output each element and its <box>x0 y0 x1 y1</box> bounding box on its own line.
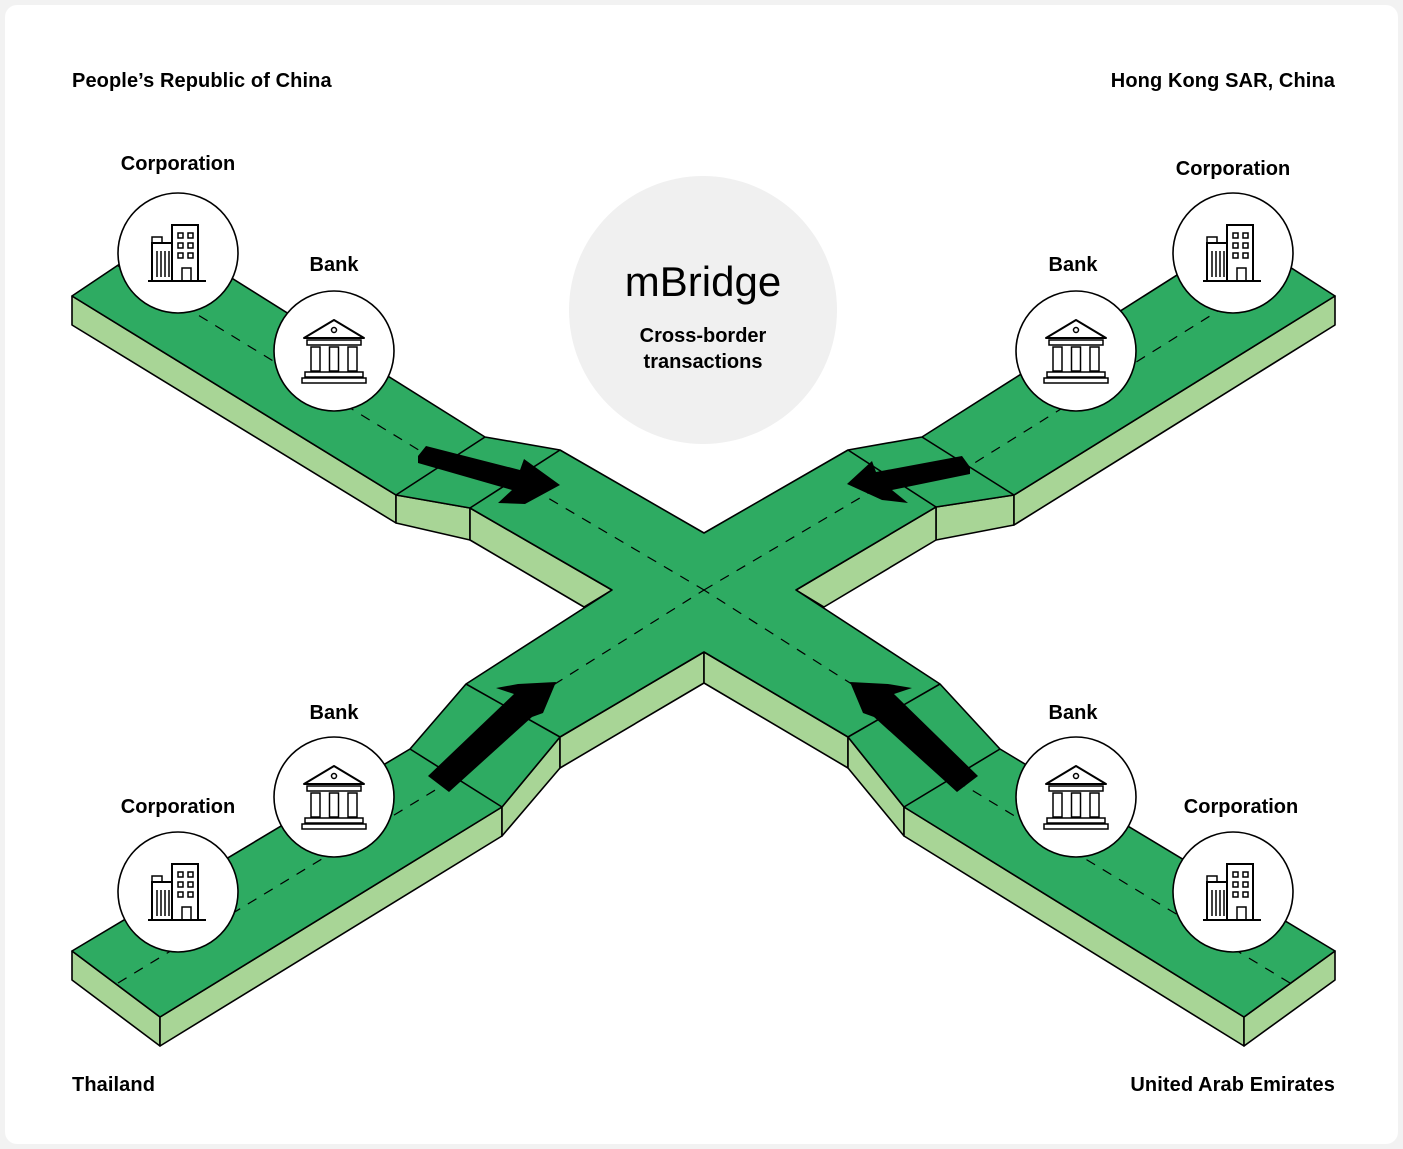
hub-subtitle-line2: transactions <box>643 351 763 373</box>
bank-label: Bank <box>1048 702 1098 724</box>
flow-arrow-icon <box>428 682 556 792</box>
hub-title: mBridge <box>624 258 782 305</box>
bank-label: Bank <box>309 254 359 276</box>
mbridge-hub-circle <box>569 176 837 444</box>
flow-arrow-icon <box>847 456 970 503</box>
region-label-china: People’s Republic of China <box>72 70 332 92</box>
flow-arrow-icon <box>418 446 560 504</box>
region-label-uae: United Arab Emirates <box>1130 1074 1335 1096</box>
flow-arrows <box>418 446 978 792</box>
corporation-label: Corporation <box>120 796 236 818</box>
road-sides <box>71 295 1336 1047</box>
corporation-label: Corporation <box>120 153 236 175</box>
hub-subtitle: Cross-border transactions <box>575 323 831 375</box>
bank-label: Bank <box>309 702 359 724</box>
flow-arrow-icon <box>850 682 978 792</box>
hub-subtitle-line1: Cross-border <box>639 325 767 347</box>
region-label-hong-kong: Hong Kong SAR, China <box>1110 70 1335 92</box>
corporation-label: Corporation <box>1183 796 1299 818</box>
bank-label: Bank <box>1048 254 1098 276</box>
region-label-thailand: Thailand <box>72 1074 156 1096</box>
corporation-label: Corporation <box>1175 158 1291 180</box>
